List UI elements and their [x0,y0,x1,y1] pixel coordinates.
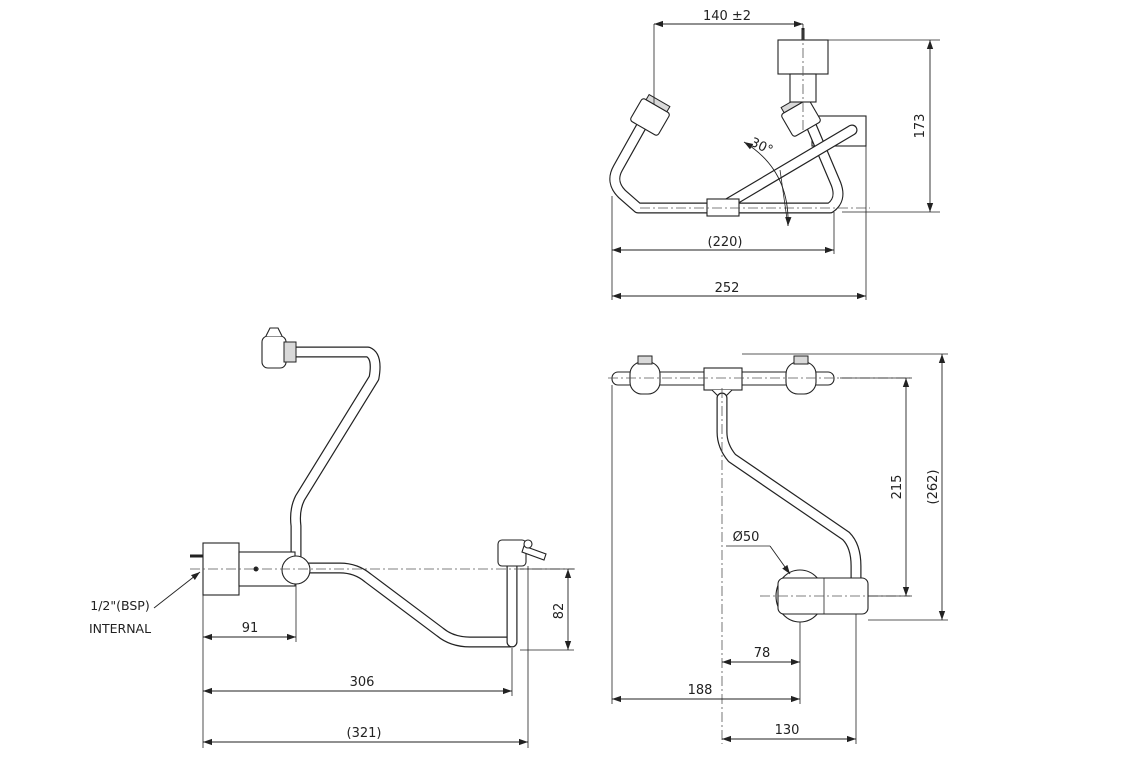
dim-252: 252 [715,281,740,296]
dim-188: 188 [688,683,713,698]
dim-262: (262) [926,470,941,505]
dim-diameter-50: Ø50 [733,530,760,545]
front-view: Ø50 215 (262) 78 188 130 [608,353,948,744]
dim-91: 91 [242,621,259,636]
dim-321: (321) [347,726,382,741]
side-valve-head [261,327,297,369]
thread-note-line1: 1/2"(BSP) [90,598,149,613]
front-left-valve-head [629,355,661,395]
top-view: 140 ±2 173 30° (220) 252 [609,9,940,300]
front-riser-pipe [716,392,862,588]
dim-angle: 30° [748,135,775,158]
front-head-bar [611,367,835,401]
dim-140: 140 ±2 [703,9,751,24]
dim-306: 306 [350,675,375,690]
dim-173: 173 [913,114,928,139]
dim-130: 130 [775,723,800,738]
dim-220: (220) [708,235,743,250]
tee-fitting [706,198,740,217]
side-outlet-head [497,539,547,567]
left-valve-head [630,93,671,136]
side-upper-pipe [288,346,381,572]
side-lower-pipe [294,556,518,648]
side-view: 1/2"(BSP) INTERNAL 82 91 306 (321) [89,327,575,748]
thread-note-line2: INTERNAL [89,621,151,636]
front-right-valve-head [785,355,817,395]
dim-78: 78 [754,646,771,661]
dim-82: 82 [552,603,567,620]
dim-215: 215 [890,475,905,500]
